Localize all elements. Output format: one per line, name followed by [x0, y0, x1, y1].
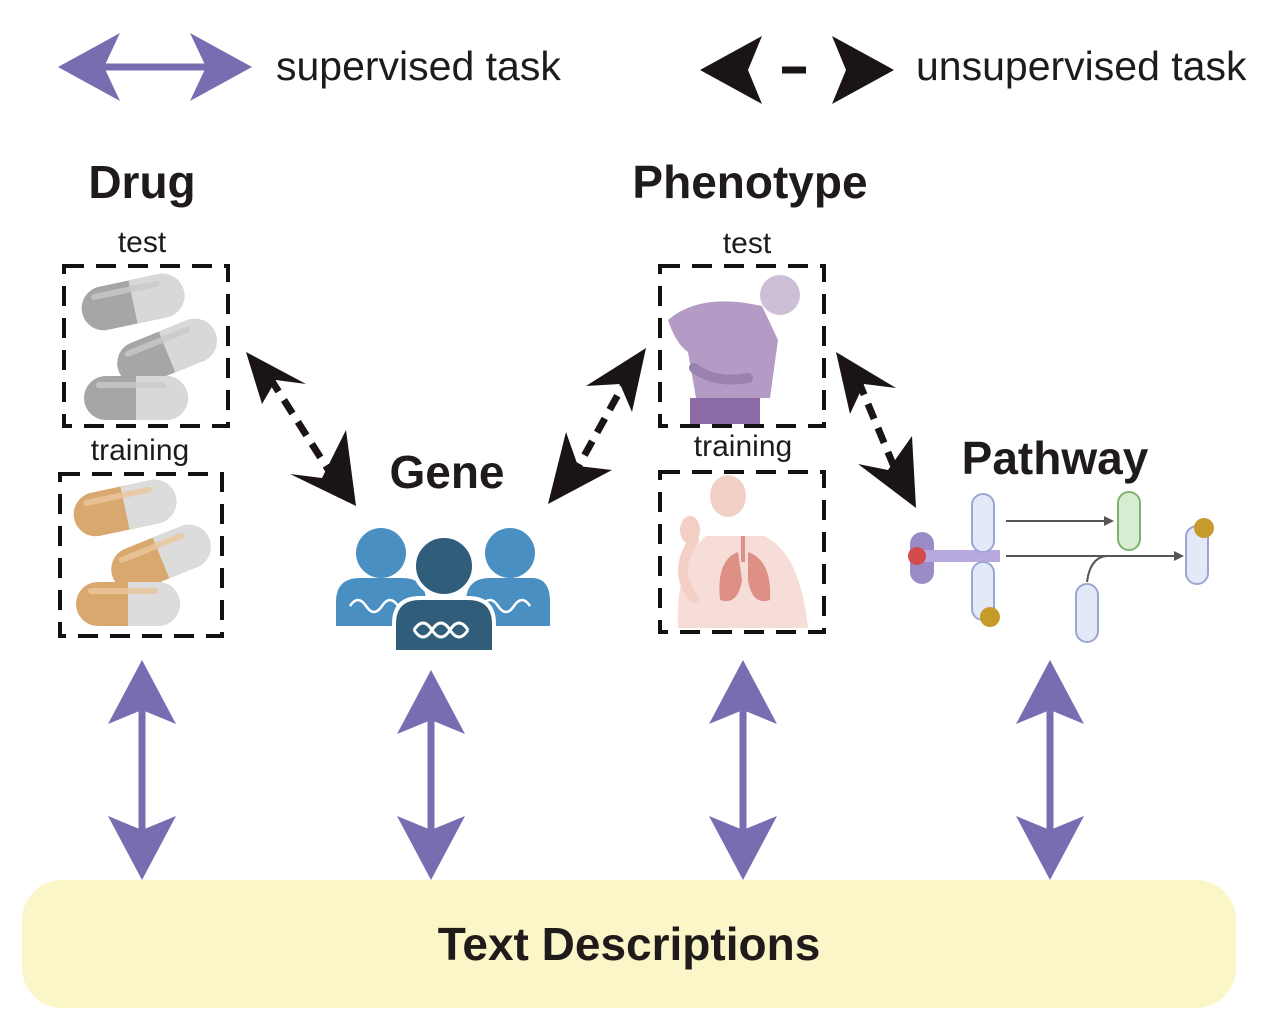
text-descriptions-label: Text Descriptions — [438, 918, 821, 970]
person-coughing-lungs-icon — [677, 475, 808, 628]
drug-title: Drug — [88, 156, 195, 208]
drug-node: test training — [58, 226, 230, 638]
capsule-gray-icon — [77, 269, 224, 420]
phenotype-text-supervised-arrow — [709, 660, 777, 880]
phenotype-training-label: training — [694, 430, 792, 463]
gene-phenotype-unsupervised-arrow — [548, 348, 646, 504]
gene-text-supervised-arrow — [397, 670, 465, 880]
drug-training-label: training — [91, 434, 189, 467]
phenotype-title: Phenotype — [632, 156, 867, 208]
drug-text-supervised-arrow — [108, 660, 176, 880]
phenotype-training-box — [658, 470, 826, 634]
phenotype-pathway-unsupervised-arrow — [836, 352, 916, 508]
supervised-arrow-icon — [58, 33, 252, 101]
drug-gene-unsupervised-arrow — [246, 352, 356, 506]
unsupervised-arrow-icon — [700, 36, 894, 104]
text-descriptions-box: Text Descriptions — [22, 880, 1236, 1008]
capsule-orange-icon — [69, 475, 218, 626]
person-abdominal-pain-icon — [668, 275, 800, 424]
drug-training-box — [58, 472, 224, 638]
drug-test-label: test — [118, 226, 167, 259]
signaling-pathway-icon — [908, 491, 1214, 643]
phenotype-test-label: test — [723, 227, 772, 260]
phenotype-test-box — [658, 264, 826, 428]
people-dna-icon — [336, 528, 550, 654]
legend-unsupervised: unsupervised task — [700, 36, 1247, 104]
gene-title: Gene — [389, 446, 504, 498]
legend-unsupervised-label: unsupervised task — [916, 43, 1247, 89]
pathway-text-supervised-arrow — [1016, 660, 1084, 880]
legend-supervised: supervised task — [58, 33, 561, 101]
phenotype-node: test training — [658, 227, 826, 634]
legend-supervised-label: supervised task — [276, 43, 561, 89]
pathway-title: Pathway — [962, 432, 1149, 484]
drug-test-box — [62, 264, 230, 428]
